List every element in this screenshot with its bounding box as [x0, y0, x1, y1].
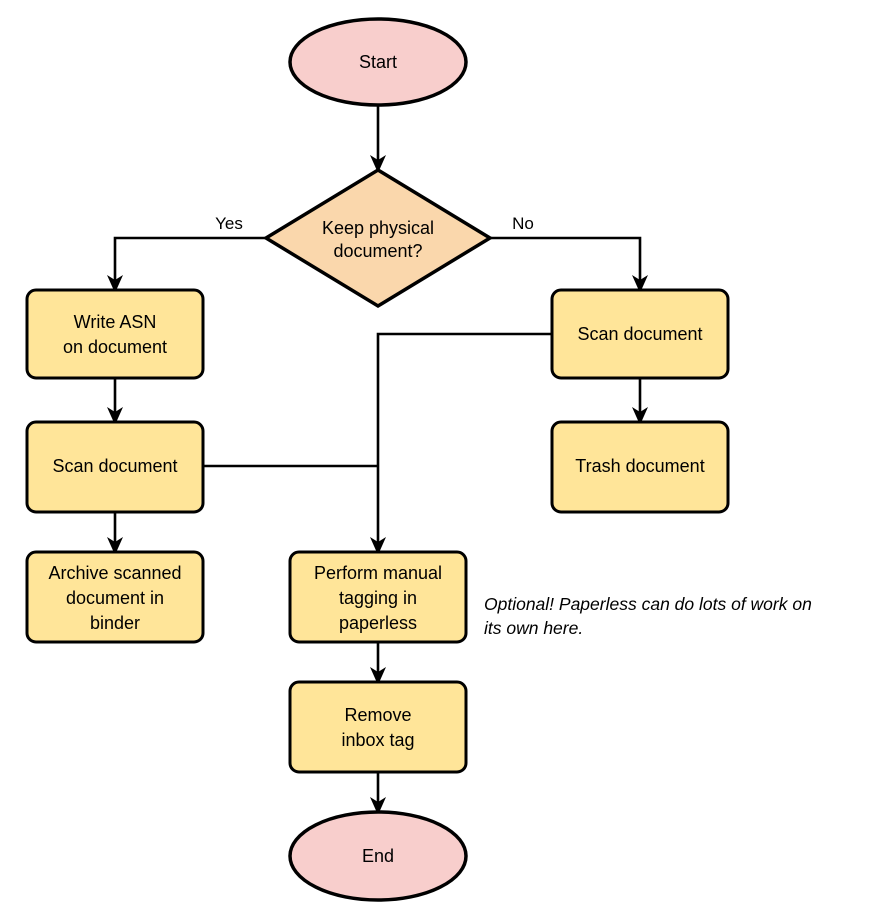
edge-start-to-decision [370, 103, 386, 173]
edge-writeasn-to-scanleft [107, 378, 123, 425]
annotation-note-line2: its own here. [484, 618, 583, 638]
node-scan-document-right[interactable]: Scan document [550, 288, 730, 380]
node-decision-keep-physical-document[interactable]: Keep physical document? [262, 167, 494, 309]
node-archive-scanned-document-in-binder[interactable]: Archive scanned document in binder [25, 550, 205, 644]
edge-label-no: No [512, 214, 534, 233]
node-archive-label-line2: document in [66, 588, 164, 608]
node-tagging-label-line2: tagging in [339, 588, 417, 608]
edge-tagging-to-removeinbox [370, 642, 386, 685]
node-start[interactable]: Start [288, 17, 468, 107]
node-write-asn-label-line1: Write ASN [74, 312, 157, 332]
edge-scanleft-to-archive [107, 512, 123, 555]
node-scan-document-right-label: Scan document [577, 324, 702, 344]
node-perform-manual-tagging-in-paperless[interactable]: Perform manual tagging in paperless [288, 550, 468, 644]
node-trash-document-label: Trash document [575, 456, 704, 476]
node-trash-document[interactable]: Trash document [550, 420, 730, 514]
node-end-label: End [362, 846, 394, 866]
node-remove-inbox-tag[interactable]: Remove inbox tag [288, 680, 468, 774]
edge-removeinbox-to-end [370, 772, 386, 815]
node-scan-document-left-label: Scan document [52, 456, 177, 476]
edge-decision-yes [107, 236, 266, 293]
annotation-note-line1: Optional! Paperless can do lots of work … [484, 594, 812, 614]
node-decision-label-line2: document? [333, 241, 422, 261]
node-archive-label-line3: binder [90, 613, 140, 633]
node-remove-inbox-label-line1: Remove [344, 705, 411, 725]
node-write-asn-on-document[interactable]: Write ASN on document [25, 288, 205, 380]
node-remove-inbox-label-line2: inbox tag [341, 730, 414, 750]
node-tagging-label-line3: paperless [339, 613, 417, 633]
edge-decision-no [490, 236, 648, 293]
edge-label-yes: Yes [215, 214, 243, 233]
node-decision-label-line1: Keep physical [322, 218, 434, 238]
annotation-note: Optional! Paperless can do lots of work … [484, 594, 812, 638]
node-archive-label-line1: Archive scanned [48, 563, 181, 583]
edge-scanright-to-trash [632, 378, 648, 425]
node-write-asn-label-line2: on document [63, 337, 167, 357]
node-tagging-label-line1: Perform manual [314, 563, 442, 583]
edge-scanright-to-tagging [370, 332, 552, 555]
node-end[interactable]: End [288, 810, 468, 902]
node-start-label: Start [359, 52, 397, 72]
node-scan-document-left[interactable]: Scan document [25, 420, 205, 514]
